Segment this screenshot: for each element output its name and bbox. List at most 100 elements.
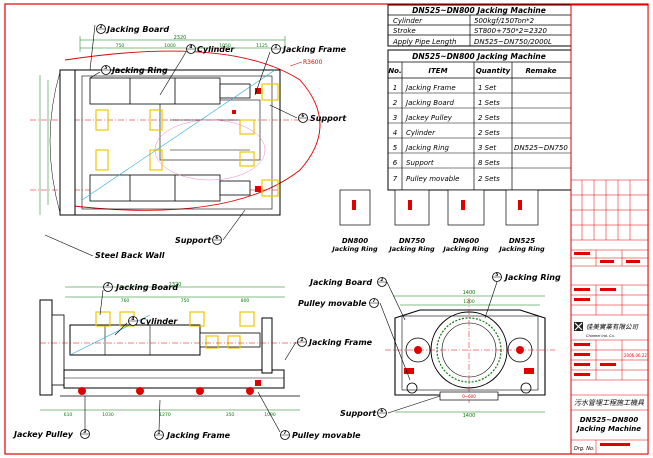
drawing-title-2: Jacking Machine <box>575 425 641 433</box>
callout-number: 7 <box>372 298 376 304</box>
ring-size-label: DN800 <box>342 237 368 245</box>
ring-size-label: DN750 <box>399 237 425 245</box>
dim-top-sub: 1050 <box>219 43 231 49</box>
parts-cell-item: Jacking Ring <box>404 144 450 152</box>
leader-line <box>89 24 96 71</box>
callout-number: 1 <box>157 430 160 436</box>
dim-side-sub: 750 <box>181 298 190 304</box>
parts-cell-qty: 1 Sets <box>478 99 500 107</box>
leader-line <box>386 281 406 321</box>
parts-header-no: No. <box>388 67 401 75</box>
drawing-date: 2006.06.22 <box>624 353 647 358</box>
callout-number: 1 <box>300 337 303 343</box>
dim-front-bottom: 1400 <box>463 413 476 419</box>
callout-number: 2 <box>106 282 109 288</box>
leader-line <box>99 289 104 316</box>
parts-cell-item: Support <box>406 159 434 167</box>
dim-side-bottom: 1090 <box>264 412 276 418</box>
spec-key: Cylinder <box>393 17 423 25</box>
title-block-marks <box>574 252 640 446</box>
spec-table: DN525~DN800 Jacking Machine Cylinder 500… <box>387 4 572 47</box>
leader-line <box>284 341 297 361</box>
parts-cell-qty: 3 Set <box>478 144 496 152</box>
dim-front-width: 1400 <box>463 290 476 296</box>
callout-label: Jacking Ring <box>503 273 561 282</box>
leader-line <box>254 51 271 96</box>
leader-line <box>257 391 281 433</box>
callout-label: Cylinder <box>140 317 178 326</box>
callout-label: Cylinder <box>197 45 235 54</box>
ring-name-label: Jacking Ring <box>497 245 545 253</box>
callout-number: 5 <box>495 272 498 278</box>
parts-cell-item: Jackey Pulley <box>404 114 453 122</box>
project-name-cn: 污水管埋工程施工機具 <box>574 399 645 407</box>
callout-label: Support <box>340 409 377 418</box>
callout-label: Pulley movable <box>298 299 367 308</box>
company-name-en: Chiamei Ind. Co. <box>586 334 615 338</box>
callout-number: 7 <box>283 430 287 436</box>
ring-name-label: Jacking Ring <box>441 245 489 253</box>
parts-cell-item: Jacking Board <box>404 99 455 107</box>
leader-line <box>158 399 161 431</box>
company-name-cn: 佳美實業有限公司 <box>586 323 640 331</box>
spec-key: Stroke <box>393 27 416 35</box>
leader-line <box>484 281 498 319</box>
leader-line <box>89 71 101 79</box>
parts-cell-no: 2 <box>393 99 398 107</box>
title-block: 佳美實業有限公司 Chiamei Ind. Co. 2006.06.22 污水管… <box>570 4 649 455</box>
dim-top-sub: 750 <box>116 43 125 49</box>
dim-side-bottom: 350 <box>226 412 235 418</box>
parts-table: DN525~DN800 Jacking Machine No. ITEM Qua… <box>387 49 572 191</box>
dim-side-bottom: 610 <box>64 412 73 418</box>
callout-label: Steel Back Wall <box>95 251 165 260</box>
callout-label: Jackey Pulley <box>12 430 74 439</box>
spec-value: ST800+750*2=2320 <box>474 27 547 35</box>
callout-number: 2 <box>99 24 102 30</box>
leader-line <box>379 302 411 381</box>
spec-value: 500kgf/150Ton*2 <box>474 17 535 25</box>
ring-name-label: Jacking Ring <box>330 245 378 253</box>
parts-cell-no: 3 <box>393 114 397 122</box>
parts-cell-no: 6 <box>393 159 398 167</box>
company-logo <box>574 322 583 331</box>
leader-line <box>269 104 298 119</box>
drawing-number-label: Drg. No. <box>574 446 595 452</box>
callout-number: 4 <box>131 316 134 322</box>
parts-cell-remark: DN525~DN750 <box>514 144 568 152</box>
dim-side-sub: 800 <box>241 298 250 304</box>
dim-side-bottom: 1030 <box>102 412 114 418</box>
leader-line <box>44 234 94 257</box>
side-view: 2320 760 750 800 610 1030 1270 350 1090 <box>39 282 300 418</box>
dim-side-sub: 760 <box>121 298 130 304</box>
callout-label: Jacking Frame <box>307 338 373 347</box>
radius-note: R3600 <box>303 59 323 66</box>
parts-cell-no: 7 <box>393 175 398 183</box>
callout-label: Jacking Frame <box>165 431 231 440</box>
top-view: 2320 750 1000 1050 1125 R3600 <box>30 35 330 216</box>
parts-cell-qty: 2 Sets <box>478 175 500 183</box>
parts-cell-no: 1 <box>393 84 397 92</box>
parts-table-title: DN525~DN800 Jacking Machine <box>412 52 546 61</box>
scale-note: 0~600 <box>462 394 476 399</box>
callout-label: Pulley movable <box>292 431 361 440</box>
callout-label: Support <box>310 114 347 123</box>
callout-number: 1 <box>274 44 277 50</box>
dim-top-overall: 2320 <box>174 35 187 41</box>
parts-header-qty: Quantity <box>476 67 511 75</box>
leader-line <box>387 395 441 414</box>
parts-cell-qty: 8 Sets <box>478 159 500 167</box>
parts-cell-no: 4 <box>393 129 397 137</box>
spec-table-title: DN525~DN800 Jacking Machine <box>412 6 546 15</box>
ring-profiles <box>339 189 539 226</box>
ring-size-label: DN600 <box>453 237 479 245</box>
spec-key: Apply Pipe Length <box>392 38 456 46</box>
leader-line <box>159 51 187 96</box>
dim-top-sub: 1125 <box>256 43 268 49</box>
callout-number: 6 <box>301 113 304 119</box>
callout-number: 2 <box>380 277 383 283</box>
parts-cell-qty: 1 Set <box>478 84 496 92</box>
callout-number: 4 <box>189 44 192 50</box>
